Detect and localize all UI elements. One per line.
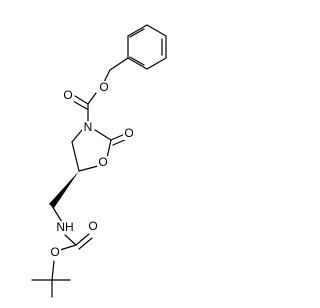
- bond: [72, 100, 88, 110]
- bond: [129, 56, 145, 66]
- benzene-ring: [127, 24, 167, 70]
- atom-labels: O O N O O NH O O: [49, 80, 135, 259]
- molecule-structure: O O N O O NH O O: [31, 24, 167, 298]
- bond: [127, 57, 148, 70]
- atom-n-ring: N: [84, 120, 93, 134]
- bond: [146, 57, 167, 70]
- bond: [71, 129, 83, 143]
- stereo-wedge-bond: [49, 171, 79, 208]
- bond: [109, 57, 129, 71]
- bond: [94, 129, 112, 141]
- atom-o-carbonyl: O: [63, 88, 72, 102]
- bond: [71, 141, 80, 172]
- atom-o-ring: O: [98, 155, 107, 169]
- bond: [51, 205, 63, 223]
- atom-o-boc-ester: O: [50, 245, 59, 259]
- bond: [78, 165, 99, 172]
- atom-nh: NH: [56, 220, 73, 234]
- bond: [110, 133, 126, 141]
- cbz-group: [72, 57, 129, 122]
- bond: [129, 28, 145, 38]
- bond: [74, 95, 89, 105]
- atom-o-boc-carbonyl: O: [88, 219, 97, 233]
- bond: [78, 237, 93, 250]
- bond: [64, 234, 77, 246]
- bond: [75, 233, 90, 246]
- bond: [127, 24, 148, 37]
- bond: [51, 260, 55, 281]
- atom-o-ring-carbonyl: O: [124, 126, 133, 140]
- bond: [59, 244, 77, 251]
- atom-o-carbamate: O: [99, 80, 108, 94]
- boc-group: [31, 205, 93, 298]
- oxazolidinone-ring: [71, 129, 128, 172]
- bond: [146, 24, 167, 37]
- bond: [87, 92, 97, 105]
- bond: [106, 139, 112, 159]
